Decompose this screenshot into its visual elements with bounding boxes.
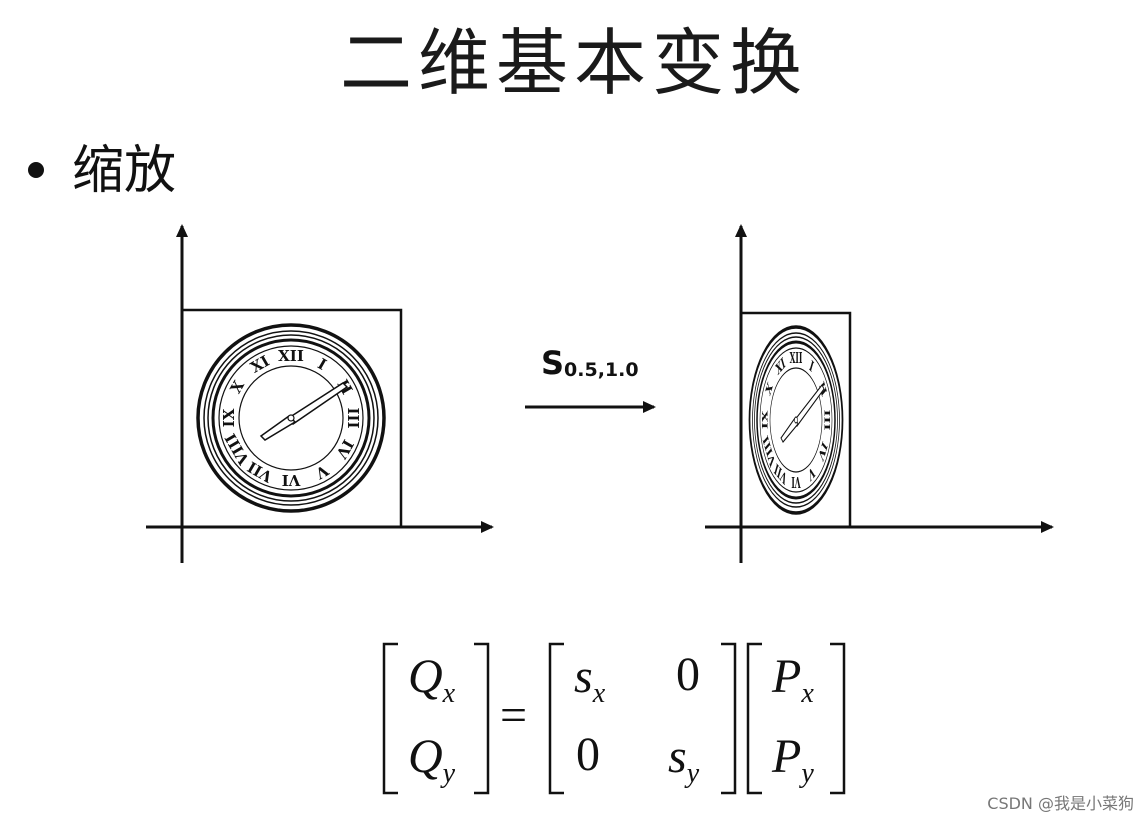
matrix-00: sx: [574, 650, 606, 709]
clock-numeral: III: [823, 409, 832, 430]
clock-numeral: XI: [774, 354, 786, 379]
rhs-bottom: Py: [771, 730, 814, 789]
bracket-rhs-left: [748, 644, 762, 793]
right-axes: XIIIIIIIIIVVVIVIIVIIIIXXXI: [705, 226, 1052, 563]
matrix-10: 0: [576, 728, 600, 781]
equals-sign: =: [500, 689, 527, 742]
bracket-matrix-right: [721, 644, 735, 793]
clock-numeral: XI: [247, 352, 272, 377]
clock-numeral: IV: [332, 436, 357, 461]
clock-numeral: VI: [791, 473, 801, 491]
clock-numeral: XII: [790, 349, 803, 367]
clock-numeral: I: [808, 357, 815, 376]
bracket-lhs-left: [384, 644, 398, 793]
transform-arrow: S0.5,1.0: [525, 344, 654, 407]
lhs-bottom: Qy: [408, 730, 456, 789]
matrix-01: 0: [676, 648, 700, 701]
clock-numeral: III: [344, 407, 362, 428]
clock-numeral: VI: [282, 471, 302, 489]
clock-original: XIIIIIIIIIVVVIVIIVIIIIXXXI: [198, 325, 384, 511]
clock-numeral: IV: [816, 439, 829, 465]
matrix-11: sy: [668, 730, 700, 789]
clock-numeral: XII: [278, 347, 304, 365]
clock-numeral: IX: [220, 408, 238, 427]
watermark: CSDN @我是小菜狗: [987, 790, 1134, 814]
clock-scaled: XIIIIIIIIIVVVIVIIVIIIIXXXI: [750, 327, 843, 513]
transform-label: S0.5,1.0: [541, 344, 639, 382]
lhs-top: Qx: [408, 650, 456, 709]
bracket-lhs-right: [474, 644, 488, 793]
equation: Qx Qy = sx 0 0 sy Px Py: [384, 644, 844, 793]
rhs-top: Px: [771, 650, 814, 709]
clock-numeral: I: [314, 355, 329, 374]
bracket-matrix-left: [550, 644, 564, 793]
clock-numeral: IX: [761, 410, 770, 430]
left-axes: XIIIIIIIIIVVVIVIIVIIIIXXXI: [146, 226, 492, 563]
bracket-rhs-right: [830, 644, 844, 793]
